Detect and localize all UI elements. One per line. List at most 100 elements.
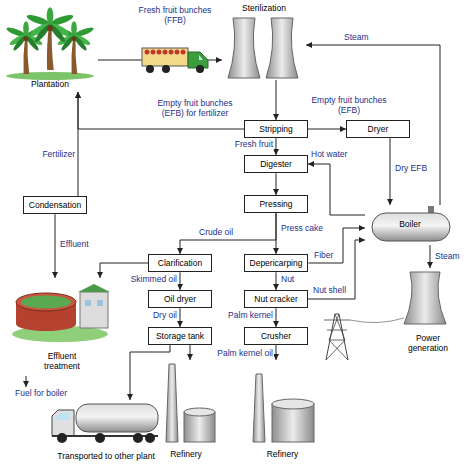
process-box: Condensation — [23, 196, 87, 214]
node-label: Stripping — [250, 124, 302, 134]
node-label: Power generation — [396, 334, 460, 354]
ffb-truck-part — [163, 50, 168, 55]
fuel-arrow — [26, 376, 27, 387]
equipment-illustration: Plantation — [2, 2, 98, 92]
equipment-illustration: Sterilization — [222, 4, 306, 80]
flow-arrow — [276, 272, 277, 290]
flow-label: Skimmed oil — [124, 275, 178, 285]
sterilizer-towers-part — [266, 18, 298, 78]
flow-label: Dry EFB — [394, 164, 428, 174]
node-label: Depericarping — [250, 258, 303, 268]
node-label: Storage tank — [154, 331, 206, 341]
effluent-pond — [12, 284, 110, 342]
flow-label: Press cake — [280, 224, 324, 234]
refinery-left — [166, 364, 215, 442]
effluent-pond-part — [85, 300, 91, 306]
refinery-right-part — [272, 404, 314, 442]
process-box: Nut cracker — [244, 290, 308, 308]
note-label: Fuel for boiler — [14, 389, 68, 399]
equipment-illustration: Effluent treatment — [12, 278, 112, 374]
flow-label: Palm kernel — [218, 311, 274, 321]
transmission-tower — [324, 314, 404, 360]
node-label: Oil dryer — [154, 294, 206, 304]
effluent-pond-part — [80, 292, 108, 328]
effluent-pond-part — [21, 296, 71, 309]
node-label: Refinery — [155, 450, 217, 460]
node-label: Plantation — [5, 80, 95, 90]
sterilizer-towers-part — [228, 18, 260, 78]
ffb-truck-part — [175, 50, 180, 55]
process-box: Digester — [244, 155, 308, 173]
flow-arrow — [308, 164, 365, 215]
tanker-truck-part — [52, 410, 74, 436]
refinery-left-part — [184, 408, 215, 416]
node-label: Crusher — [250, 331, 302, 341]
tanker-truck-part — [56, 413, 70, 420]
ffb-truck-part — [181, 50, 186, 55]
flow-label: Fertilizer — [26, 150, 76, 160]
flow-arrow — [276, 80, 277, 120]
node-label: Nut cracker — [250, 294, 302, 304]
flow-label: Effluent — [59, 240, 90, 250]
equipment-illustration: Refinery — [245, 360, 320, 462]
node-label: Transported to other plant — [50, 452, 162, 462]
ffb-truck-part — [199, 55, 203, 60]
plantation-palms-part — [6, 72, 94, 80]
flow-label: Empty fruit bunches (EFB) for fertilizer — [150, 99, 240, 119]
process-box: Storage tank — [148, 327, 212, 345]
flow-label: Palm kernel oil — [206, 349, 274, 359]
flow-label: Nut — [280, 275, 295, 285]
flow-arrow — [430, 245, 431, 268]
process-box: Dryer — [346, 120, 410, 138]
node-label: Pressing — [250, 199, 302, 209]
node-label: Sterilization — [222, 4, 306, 14]
node-label: Dryer — [352, 124, 404, 134]
ffb-truck-part — [169, 50, 174, 55]
flow-arrow — [55, 214, 56, 278]
tanker-truck-part — [145, 433, 155, 443]
transmission-tower-part — [326, 314, 348, 360]
flow-label: Fiber — [313, 251, 334, 261]
flow-arrow — [180, 308, 181, 327]
fuel-arrow-part — [26, 376, 27, 387]
ffb-truck-part — [196, 65, 204, 73]
flow-arrow — [276, 173, 277, 195]
flow-arrow — [308, 240, 365, 299]
plantation-palms-part — [26, 7, 75, 70]
flow-arrow — [180, 272, 181, 290]
effluent-pond-part — [16, 317, 76, 331]
node-label: Digester — [250, 159, 302, 169]
equipment-illustration: Refinery — [155, 360, 217, 462]
node-label: Clarification — [154, 258, 206, 268]
ffb-truck-part — [146, 65, 154, 73]
ffb-truck-part — [157, 50, 162, 55]
flow-arrow — [306, 45, 440, 205]
tanker-truck-part — [76, 404, 158, 432]
process-box: Clarification — [148, 254, 212, 272]
refinery-left-part — [166, 364, 178, 442]
sterilizer-towers — [228, 18, 298, 78]
ffb-truck-part — [142, 48, 188, 66]
equipment-illustration: Transported to other plant — [50, 400, 162, 464]
effluent-pond-part — [16, 293, 76, 311]
process-box: Crusher — [244, 327, 308, 345]
flow-label: Fresh fruit — [222, 140, 274, 150]
cooling-tower-part — [404, 272, 446, 324]
effluent-pond-part — [97, 300, 103, 306]
tanker-truck — [52, 404, 158, 443]
process-box: Stripping — [244, 120, 308, 138]
transmission-tower-part — [350, 318, 404, 323]
refinery-right-part — [272, 399, 314, 409]
process-box: Pressing — [244, 195, 308, 213]
node-label: Effluent treatment — [32, 352, 92, 372]
node-label: Condensation — [29, 200, 81, 210]
flow-arrow — [276, 213, 277, 254]
tanker-truck-part — [133, 433, 143, 443]
transmission-tower-part — [324, 314, 350, 360]
plantation-palms — [5, 7, 94, 80]
flow-arrow — [180, 213, 276, 254]
flow-arrow — [78, 92, 244, 129]
flow-arrow — [308, 129, 346, 130]
flow-label: Nut shell — [312, 286, 347, 296]
